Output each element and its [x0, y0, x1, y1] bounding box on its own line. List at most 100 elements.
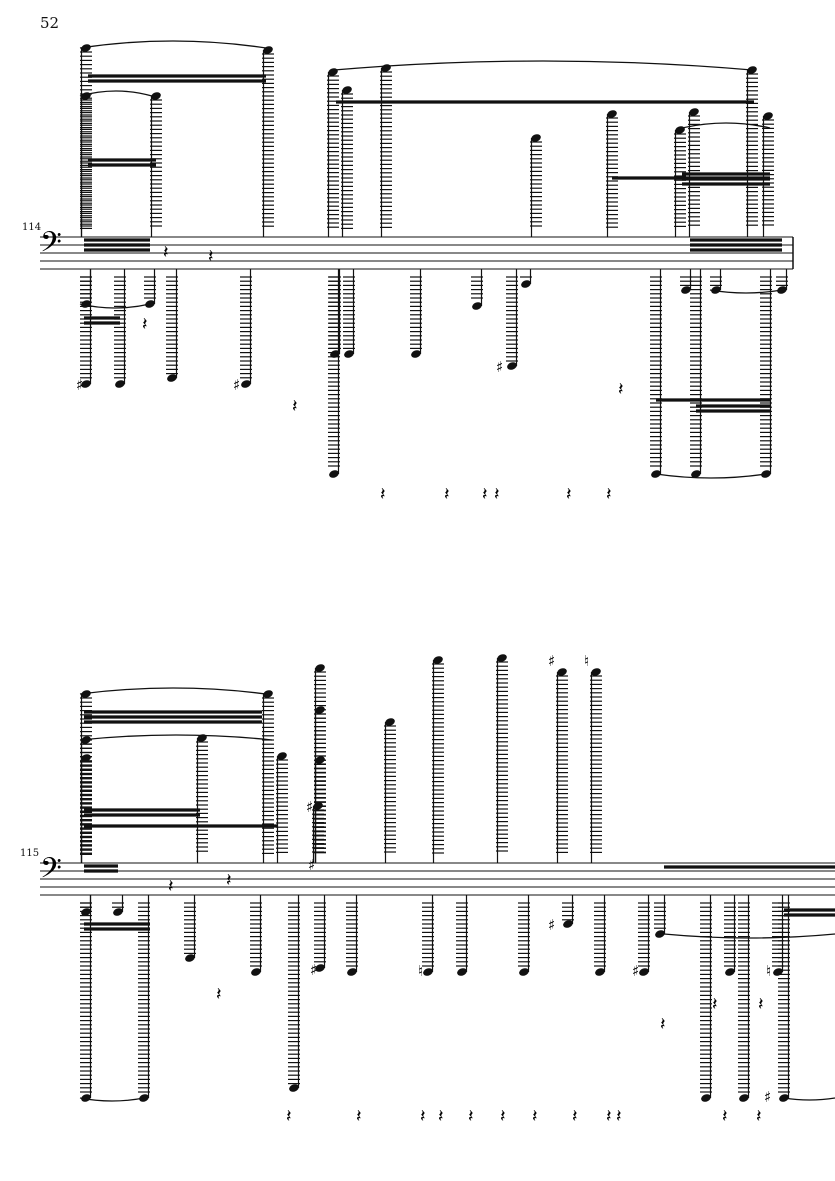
quarter-rest-icon: 𝄽 [494, 484, 500, 505]
sharp-icon: ♯ [306, 798, 313, 816]
notehead [342, 86, 352, 94]
quarter-rest-icon: 𝄽 [438, 1106, 444, 1127]
notehead [151, 92, 161, 100]
notehead [81, 690, 91, 698]
quarter-rest-icon: 𝄽 [572, 1106, 578, 1127]
natural-icon: ♮ [584, 652, 589, 670]
sharp-icon: ♯ [764, 1088, 771, 1106]
slur [681, 122, 771, 129]
rests-layer: 𝄽𝄽𝄽𝄽𝄽𝄽𝄽𝄽𝄽𝄽𝄽𝄽𝄽𝄽𝄽𝄽𝄽𝄽𝄽𝄽𝄽𝄽𝄽𝄽𝄽𝄽𝄽𝄽𝄽 [142, 242, 764, 1127]
slur [79, 734, 273, 741]
notehead [263, 690, 273, 698]
slur [79, 90, 153, 97]
notehead [725, 968, 735, 976]
page-number: 52 [40, 14, 60, 32]
sharp-icon: ♯ [308, 856, 315, 874]
notehead [763, 112, 773, 120]
notehead [457, 968, 467, 976]
notehead [691, 470, 701, 478]
quarter-rest-icon: 𝄽 [444, 484, 450, 505]
accidentals-layer: ♯♯♯♯♯♯♮♯♮♯♯♮♯ [76, 358, 771, 1106]
sharp-icon: ♯ [496, 358, 503, 376]
quarter-rest-icon: 𝄽 [468, 1106, 474, 1127]
notehead [139, 1094, 149, 1102]
notehead [329, 470, 339, 478]
notehead [433, 656, 443, 664]
sharp-icon: ♯ [548, 916, 555, 934]
notehead [289, 1084, 299, 1092]
notehead [689, 108, 699, 116]
slur [655, 473, 767, 479]
notehead [595, 968, 605, 976]
quarter-rest-icon: 𝄽 [532, 1106, 538, 1127]
quarter-rest-icon: 𝄽 [712, 994, 718, 1015]
slur [783, 1097, 835, 1101]
quarter-rest-icon: 𝄽 [660, 1014, 666, 1035]
notehead [563, 920, 573, 928]
notehead [81, 44, 91, 52]
notehead [197, 734, 207, 742]
slur [709, 289, 783, 294]
quarter-rest-icon: 𝄽 [420, 1106, 426, 1127]
notehead [81, 380, 91, 388]
sharp-icon: ♯ [548, 652, 555, 670]
notehead [639, 968, 649, 976]
notehead [681, 286, 691, 294]
slur [663, 933, 835, 939]
notehead [655, 930, 665, 938]
quarter-rest-icon: 𝄽 [226, 870, 232, 891]
notehead [531, 134, 541, 142]
notehead [591, 668, 601, 676]
notehead [315, 964, 325, 972]
notehead [607, 110, 617, 118]
notehead [411, 350, 421, 358]
notehead [167, 374, 177, 382]
bass-clef-icon: 𝄢 [40, 226, 62, 266]
notehead [313, 802, 323, 810]
notes-layer [80, 44, 790, 1102]
notehead [497, 654, 507, 662]
notehead [521, 280, 531, 288]
quarter-rest-icon: 𝄽 [142, 314, 148, 335]
measure-number-114: 114 [22, 222, 42, 233]
quarter-rest-icon: 𝄽 [566, 484, 572, 505]
sharp-icon: ♯ [233, 376, 240, 394]
notehead [344, 350, 354, 358]
notehead [519, 968, 529, 976]
natural-icon: ♮ [418, 962, 423, 980]
quarter-rest-icon: 𝄽 [286, 1106, 292, 1127]
quarter-rest-icon: 𝄽 [606, 484, 612, 505]
notehead [739, 1094, 749, 1102]
notehead [557, 668, 567, 676]
notehead [315, 706, 325, 714]
notehead [315, 756, 325, 764]
slurs-layer [79, 40, 835, 1102]
bass-clef-icon: 𝄢 [40, 852, 62, 892]
quarter-rest-icon: 𝄽 [292, 396, 298, 417]
sharp-icon: ♯ [310, 961, 317, 979]
notehead [347, 968, 357, 976]
sharp-icon: ♯ [76, 376, 83, 394]
quarter-rest-icon: 𝄽 [722, 1106, 728, 1127]
quarter-rest-icon: 𝄽 [606, 1106, 612, 1127]
slur [79, 40, 267, 49]
quarter-rest-icon: 𝄽 [618, 379, 624, 400]
staff-system-115: 𝄢 [40, 852, 835, 896]
notehead [251, 968, 261, 976]
notehead [701, 1094, 711, 1102]
notehead [315, 664, 325, 672]
ledger-lines [343, 276, 355, 349]
notehead [241, 380, 251, 388]
notehead [423, 968, 433, 976]
notehead [385, 718, 395, 726]
notehead [185, 954, 195, 962]
staff-system-114: 𝄢 [40, 226, 794, 270]
notehead [113, 908, 123, 916]
quarter-rest-icon: 𝄽 [163, 242, 169, 263]
slur [79, 687, 267, 695]
quarter-rest-icon: 𝄽 [756, 1106, 762, 1127]
quarter-rest-icon: 𝄽 [500, 1106, 506, 1127]
measure-number-115: 115 [20, 848, 40, 859]
notehead [507, 362, 517, 370]
